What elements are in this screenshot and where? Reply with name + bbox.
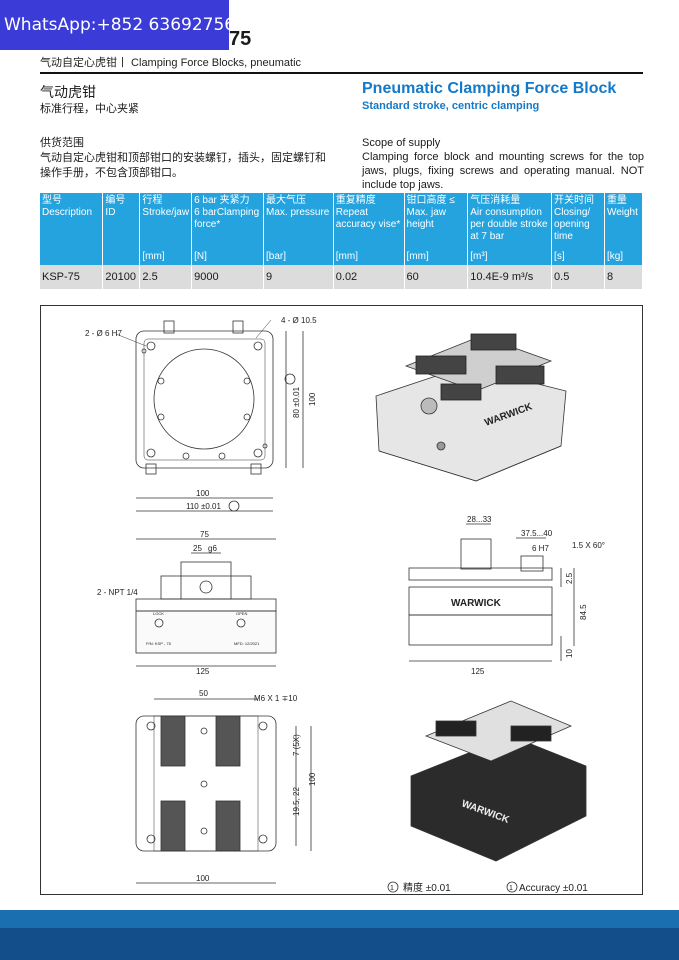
cn-scope-text: 气动自定心虎钳和顶部钳口的安装螺钉，插头，固定螺钉和操作手册，不包含顶部钳口。 [40,152,326,179]
legend-marker-en: 1 [509,885,513,892]
header-divider [40,72,643,74]
dim-110: 110 ±0.01 [186,502,221,511]
dim-50: 50 [199,689,208,698]
technical-drawing-frame: 2 - Ø 6 H7 4 - Ø 10.5 100 110 ±0.01 80 ±… [40,305,643,895]
dim-holes-105: 4 - Ø 10.5 [281,316,317,325]
table-row: KSP-75 20100 2.5 9000 9 0.02 60 10.4E-9 … [40,265,644,289]
dim-195-22: 19.5, 22 [292,787,301,816]
plate-mfd: MFD: 12/2021 [234,641,260,646]
cell-closing-time: 0.5 [551,265,605,289]
jaw-top-view: 50 M6 X 1 ∓10 7 (5X) 19.5, 22 100 100 [135,689,317,884]
dim-75: 75 [200,530,209,539]
lock-label: LOCK [153,611,164,616]
en-scope: Scope of supply Clamping force block and… [362,136,644,192]
cell-id: 20100 [102,265,141,289]
dim-chamfer: 1.5 X 60° [572,541,605,550]
dim-npt: 2 - NPT 1/4 [97,588,138,597]
side-view: 28...33 37.5...40 6 H7 1.5 X 60° 2.5 84.… [408,515,605,676]
legend-cn: 精度 ±0.01 [403,881,451,894]
technical-drawing: 2 - Ø 6 H7 4 - Ø 10.5 100 110 ±0.01 80 ±… [85,316,605,894]
dim-25-side: 2.5 [565,572,574,584]
dim-125-front: 125 [196,667,210,676]
accuracy-legend: 1 精度 ±0.01 1 Accuracy ±0.01 [387,881,588,894]
dim-28-33: 28...33 [467,515,492,524]
cell-max-pressure: 9 [263,265,334,289]
footer-bar [0,910,679,960]
dim-holes-h7: 2 - Ø 6 H7 [85,329,122,338]
iso-view-bottom: WARWICK [410,700,587,862]
open-label: OPEN [236,611,247,616]
whatsapp-banner: WhatsApp:+852 63692756 [0,0,229,50]
cn-title: 气动虎钳 [40,84,96,100]
cell-jaw-height: 60 [404,265,469,289]
cn-subtitle: 标准行程，中心夹紧 [40,103,139,115]
dim-845: 84.5 [579,604,588,620]
dim-10: 10 [565,649,574,658]
en-scope-text: Clamping force block and mounting screws… [362,151,644,191]
dim-80: 80 ±0.01 [292,386,301,418]
dim-375-40: 37.5...40 [521,529,553,538]
cell-description: KSP-75 [40,265,104,289]
dim-g6: g6 [208,544,217,553]
cell-repeat-accuracy: 0.02 [333,265,405,289]
dim-100-side: 100 [308,392,317,406]
brand-logo-side: WARWICK [451,598,502,609]
legend-en: Accuracy ±0.01 [519,883,588,894]
top-view: 2 - Ø 6 H7 4 - Ø 10.5 100 110 ±0.01 80 ±… [85,316,317,512]
dim-m6: M6 X 1 ∓10 [254,694,298,703]
cell-weight: 8 [604,265,644,289]
cell-air-consumption: 10.4E-9 m³/s [467,265,553,289]
footer-stripe [0,928,679,960]
en-subtitle: Standard stroke, centric clamping [362,100,540,112]
th-jaw-height: 钳口高度 ≤Max. jaw height[mm] [404,193,469,265]
dim-125-side: 125 [471,667,485,676]
cell-stroke: 2.5 [139,265,193,289]
cn-scope: 供货范围 气动自定心虎钳和顶部钳口的安装螺钉，插头，固定螺钉和操作手册，不包含顶… [40,136,330,181]
dim-6h7: 6 H7 [532,544,549,553]
cn-scope-heading: 供货范围 [40,137,84,149]
dim-25: 25 [193,544,202,553]
iso-view-top: WARWICK [375,333,567,482]
dim-7x: 7 (5X) [292,734,301,756]
breadcrumb: 气动自定心虎钳丨 Clamping Force Blocks, pneumati… [40,57,302,69]
plate-pn: P/N: KSP - 75 [146,641,172,646]
cell-clamping-force: 9000 [191,265,264,289]
model-title: 75 [229,28,252,50]
en-scope-heading: Scope of supply [362,137,441,149]
legend-marker-cn: 1 [390,885,394,892]
en-title: Pneumatic Clamping Force Block [362,80,617,97]
front-view: 75 25 g6 2 - NPT 1/4 125 LOCK OPEN P/N: … [97,530,277,676]
dim-100-top: 100 [196,489,210,498]
dim-100-jaw: 100 [308,772,317,786]
dim-100-bottom: 100 [196,874,210,883]
